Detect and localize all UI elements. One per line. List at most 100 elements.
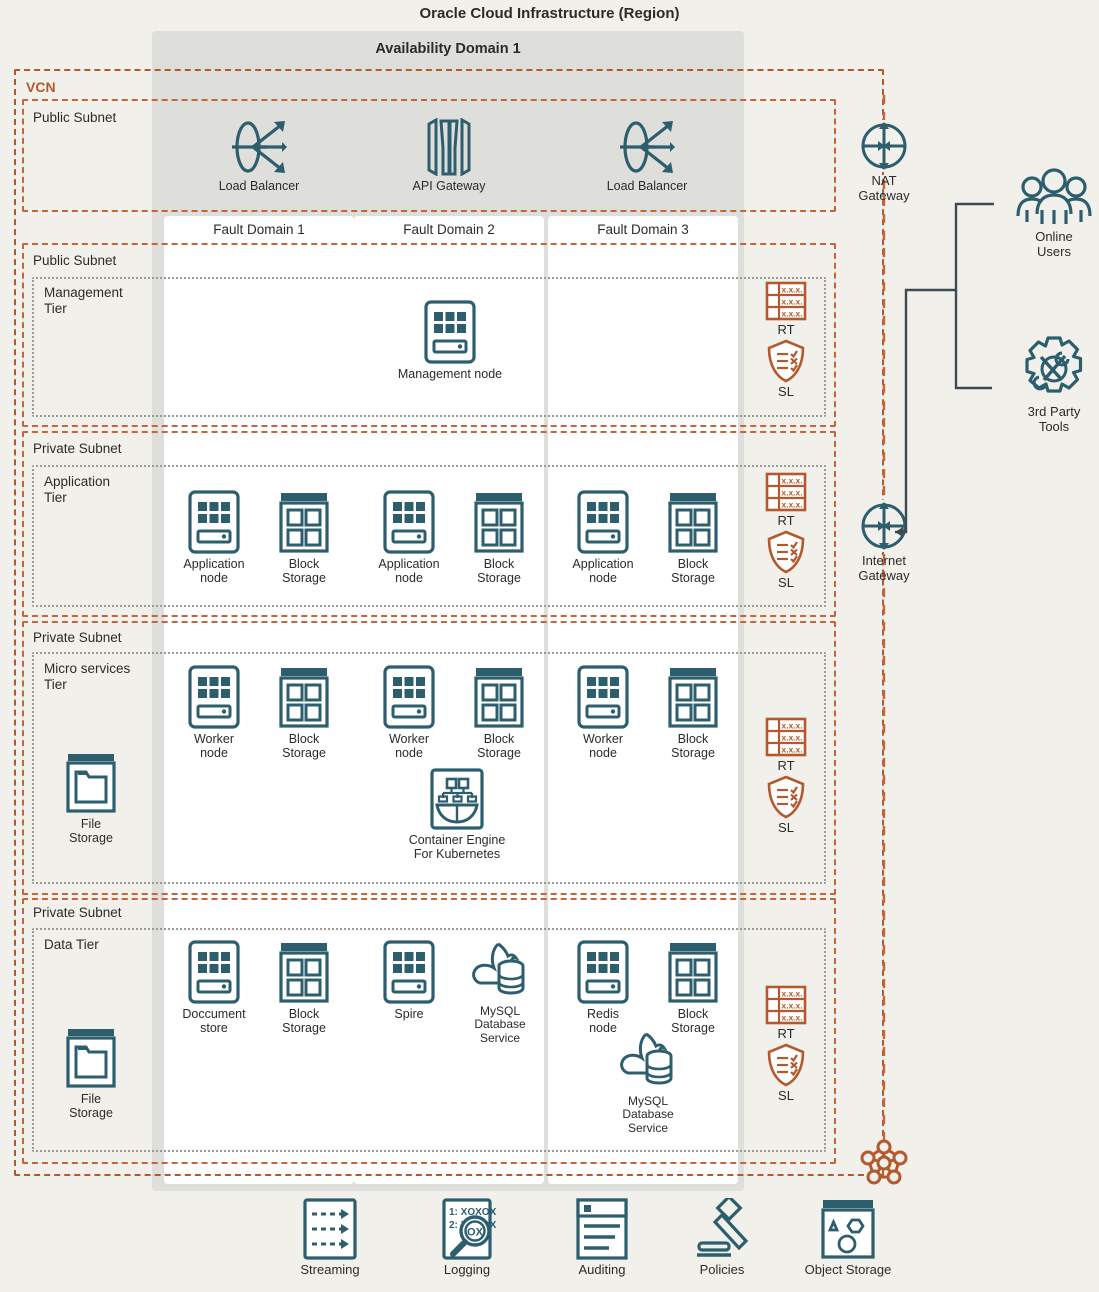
node-file-storage-data[interactable]: File Storage [48,1027,134,1120]
node-label: Worker node [582,732,624,760]
service-policies[interactable]: Policies [662,1198,782,1277]
node-label: MySQL Database Service [474,1004,526,1045]
tier-microservices-label: Micro services Tier [44,661,131,692]
route-table-icon: x.x.x. x.x.x. x.x.x. [765,281,807,321]
node-application-node-2[interactable]: Application node [355,490,463,585]
external-connector-lines [895,202,994,537]
availability-domain-title: Availability Domain 1 [375,41,521,57]
node-block-storage-data-3[interactable]: Block Storage [641,940,745,1035]
node-load-balancer-2[interactable]: Load Balancer [592,118,702,193]
server-node-icon [188,490,240,554]
service-gateway-icon [860,1139,908,1185]
node-label: File Storage [69,817,113,845]
tier-management-label: Management Tier [44,285,123,316]
node-label: Block Storage [282,732,326,760]
online-users-icon [1016,168,1092,224]
server-node-icon [188,940,240,1004]
node-label: Application node [378,557,440,585]
node-container-engine-kubernetes[interactable]: Container Engine For Kubernetes [383,768,531,861]
subnet-private-data [22,898,836,1164]
gateway-service[interactable] [856,1134,912,1190]
object-storage-icon [821,1200,875,1259]
node-block-storage-micro-1[interactable]: Block Storage [252,665,356,760]
tier-data [32,928,826,1152]
node-worker-node-2[interactable]: Worker node [355,665,463,760]
node-document-store[interactable]: Doccument store [160,940,268,1035]
service-row: Streaming 1: XOXOX 2: XOXOX OX Logging [270,1198,910,1290]
svg-text:x.x.x.: x.x.x. [781,1001,802,1011]
node-label: API Gateway [412,179,486,193]
load-balancer-icon [232,121,287,173]
gateway-internet[interactable]: Internet Gateway [836,500,932,584]
node-block-storage-micro-2[interactable]: Block Storage [447,665,551,760]
svg-text:x.x.x.: x.x.x. [781,488,802,498]
node-label: Worker node [388,732,430,760]
subnet-private-data-label: Private Subnet [33,905,122,920]
security-list-label: SL [778,820,794,835]
external-online-users[interactable]: Online Users [1006,168,1099,260]
node-block-storage-3[interactable]: Block Storage [641,490,745,585]
node-label: Block Storage [282,557,326,585]
node-api-gateway[interactable]: API Gateway [394,118,504,193]
node-application-node-3[interactable]: Application node [549,490,657,585]
node-worker-node-1[interactable]: Worker node [160,665,268,760]
node-label: Block Storage [671,732,715,760]
svg-text:OX: OX [467,1227,484,1239]
service-auditing[interactable]: Auditing [542,1198,662,1277]
service-logging[interactable]: 1: XOXOX 2: XOXOX OX Logging [407,1198,527,1277]
node-load-balancer-1[interactable]: Load Balancer [204,118,314,193]
node-management-node[interactable]: Management node [395,300,505,381]
service-object-storage[interactable]: Object Storage [778,1198,918,1277]
node-label: Load Balancer [218,179,300,193]
route-table-icon: x.x.x. x.x.x. x.x.x. [765,472,807,512]
node-label: Management node [397,367,503,381]
svg-text:x.x.x.: x.x.x. [781,1013,802,1023]
route-table-security-list-microservices[interactable]: x.x.x. x.x.x. x.x.x. RT SL [756,717,816,835]
fault-domain-header-2: Fault Domain 2 [403,222,495,237]
service-streaming[interactable]: Streaming [270,1198,390,1277]
svg-text:x.x.x.: x.x.x. [781,745,802,755]
node-block-storage-2[interactable]: Block Storage [447,490,551,585]
block-storage-icon [279,668,329,728]
node-label: Application node [183,557,245,585]
security-list-label: SL [778,384,794,399]
subnet-private-microservices-label: Private Subnet [33,630,122,645]
block-storage-icon [474,668,524,728]
tier-data-label: Data Tier [44,937,99,952]
node-mysql-database-service-2[interactable]: MySQL Database Service [598,1030,698,1135]
subnet-private-application-label: Private Subnet [33,441,122,456]
route-table-security-list-management[interactable]: x.x.x. x.x.x. x.x.x. RT SL [756,281,816,399]
tier-application [32,465,826,607]
external-label: 3rd Party Tools [1027,404,1081,434]
route-table-security-list-application[interactable]: x.x.x. x.x.x. x.x.x. RT SL [756,472,816,590]
svg-text:x.x.x.: x.x.x. [781,989,802,999]
subnet-public-management-label: Public Subnet [33,253,117,268]
node-label: Worker node [193,732,235,760]
server-node-icon [577,940,629,1004]
route-table-security-list-data[interactable]: x.x.x. x.x.x. x.x.x. RT SL [756,985,816,1103]
block-storage-icon [668,493,718,553]
svg-text:x.x.x.: x.x.x. [781,721,802,731]
node-file-storage-microservices[interactable]: File Storage [48,752,134,845]
server-node-icon [383,665,435,729]
mysql-icon [620,1032,673,1085]
external-third-party-tools[interactable]: 3rd Party Tools [1006,335,1099,435]
service-label: Object Storage [804,1262,892,1277]
node-mysql-database-service-1[interactable]: MySQL Database Service [450,940,550,1045]
node-block-storage-micro-3[interactable]: Block Storage [641,665,745,760]
node-worker-node-3[interactable]: Worker node [549,665,657,760]
node-application-node-1[interactable]: Application node [160,490,268,585]
server-node-icon [577,665,629,729]
server-node-icon [383,490,435,554]
node-spire[interactable]: Spire [355,940,463,1021]
load-balancer-icon [620,121,675,173]
page-title: Oracle Cloud Infrastructure (Region) [419,5,680,22]
security-list-icon [767,1043,805,1087]
node-block-storage-data-1[interactable]: Block Storage [252,940,356,1035]
node-label: Application node [572,557,634,585]
node-block-storage-1[interactable]: Block Storage [252,490,356,585]
svg-text:x.x.x.: x.x.x. [781,733,802,743]
security-list-label: SL [778,1088,794,1103]
node-redis[interactable]: Redis node [549,940,657,1035]
gateway-nat[interactable]: NAT Gateway [836,120,932,204]
